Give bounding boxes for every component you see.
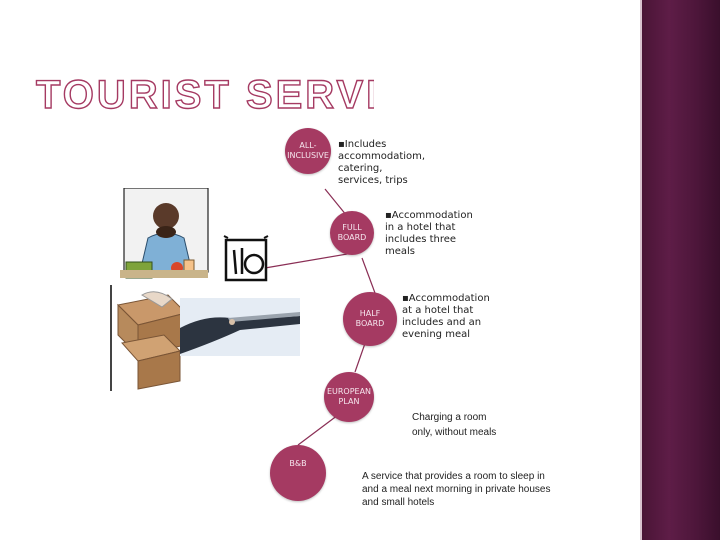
description-bnb: A service that provides a room to sleep … bbox=[362, 471, 551, 508]
description-half-board: ▪Accommodation at a hotel that includes … bbox=[402, 293, 490, 340]
description-all-inclusive: ▪Includes accommodatiom, catering, servi… bbox=[338, 139, 426, 186]
waiter-tray-drawing bbox=[180, 312, 300, 354]
node-european-plan: EUROPEAN PLAN bbox=[324, 372, 374, 422]
sidebar-divider bbox=[640, 0, 642, 540]
node-european-plan-label: EUROPEAN PLAN bbox=[326, 387, 372, 406]
food-icon bbox=[223, 235, 269, 282]
node-bnb: B&B bbox=[270, 445, 326, 501]
boxes-drawing bbox=[116, 291, 187, 390]
eating-man-clipart bbox=[118, 187, 268, 302]
decorative-sidebar bbox=[642, 0, 720, 540]
node-half-board-label: HALF BOARD bbox=[355, 309, 385, 328]
node-all-inclusive: ALL- INCLUSIVE bbox=[285, 128, 331, 174]
node-full-board: FULL BOARD bbox=[330, 211, 374, 255]
node-all-inclusive-label: ALL- INCLUSIVE bbox=[287, 141, 329, 160]
slide-title-text: TOURIST SERVICES bbox=[36, 73, 374, 117]
slide-title: TOURIST SERVICES bbox=[35, 72, 374, 117]
node-half-board: HALF BOARD bbox=[343, 292, 397, 346]
boxes-photo bbox=[110, 285, 302, 391]
node-bnb-label: B&B bbox=[289, 459, 307, 468]
description-full-board: ▪Accommodation in a hotel that includes … bbox=[385, 210, 473, 257]
description-european-plan: Charging a room only, without meals bbox=[412, 412, 497, 438]
waiter-tray-photo bbox=[180, 298, 300, 356]
eating-man-drawing bbox=[120, 187, 209, 279]
connector-full-board-half-board bbox=[361, 257, 376, 294]
node-full-board-label: FULL BOARD bbox=[337, 223, 367, 242]
connector-full-board-picture bbox=[264, 251, 360, 269]
